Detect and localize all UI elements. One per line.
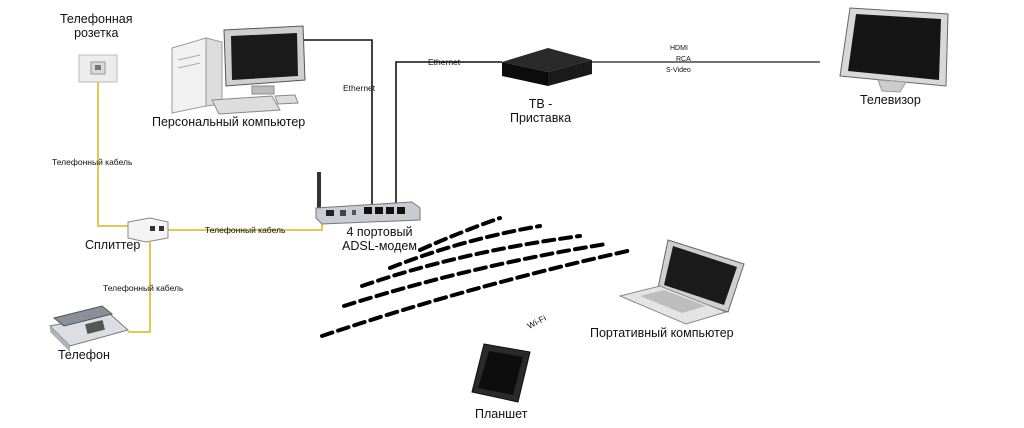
video-hdmi-label: HDMI	[670, 45, 688, 52]
ethernet-stb-label: Ethernet	[428, 57, 461, 67]
tablet-icon	[471, 343, 531, 403]
phone-socket-icon	[78, 54, 118, 83]
laptop-label: Портативный компьютер	[590, 326, 734, 340]
modem-label: 4 портовый ADSL-модем	[342, 225, 417, 254]
adsl-modem-icon	[315, 172, 421, 225]
television-icon	[839, 7, 949, 93]
phone-cable-label-2: Телефонный кабель	[205, 225, 286, 235]
telephone-icon	[48, 305, 130, 352]
wifi-waves	[320, 216, 634, 338]
wifi-wave	[388, 224, 542, 270]
laptop-icon	[618, 239, 745, 325]
wifi-wave	[342, 242, 608, 308]
phone-socket-label: Телефонная розетка	[60, 12, 133, 41]
splitter-icon	[127, 217, 169, 243]
wifi-wave	[320, 248, 634, 338]
wifi-wave	[360, 234, 582, 288]
cable-splitter-phone	[128, 242, 151, 333]
stb-label: ТВ - Приставка	[510, 97, 572, 126]
phone-cable-label-3: Телефонный кабель	[103, 283, 184, 293]
ethernet-pc-label: Ethernet	[343, 83, 376, 93]
pc-label: Персональный компьютер	[152, 115, 306, 129]
cable-socket-splitter	[97, 82, 128, 227]
splitter-label: Сплиттер	[85, 238, 141, 252]
phone-cable-label-1: Телефонный кабель	[52, 157, 133, 167]
cable-stb-modem	[395, 61, 502, 206]
personal-computer-icon	[171, 25, 306, 115]
set-top-box-icon	[502, 48, 592, 86]
ethernet-cables	[295, 39, 502, 206]
tv-label: Телевизор	[860, 93, 921, 107]
phone-label: Телефон	[58, 348, 110, 362]
wifi-wave	[418, 216, 502, 252]
video-svideo-label: S-Video	[666, 67, 691, 74]
video-rca-label: RCA	[676, 56, 691, 63]
cable-pc-modem	[295, 39, 373, 206]
tablet-label: Планшет	[475, 407, 528, 421]
